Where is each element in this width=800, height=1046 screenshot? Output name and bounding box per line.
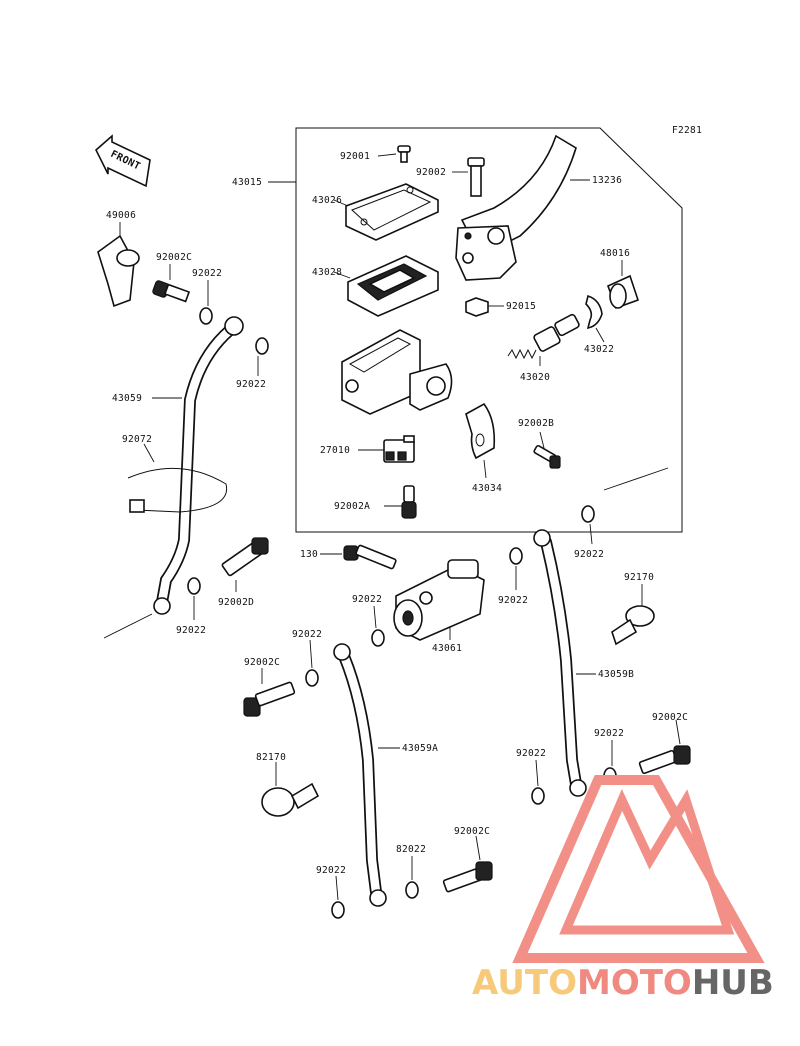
label-92022-k: 92022 (594, 728, 624, 739)
banjo-82170 (261, 782, 320, 817)
washer-92022-i (331, 901, 345, 919)
label-43059: 43059 (112, 393, 142, 404)
label-92022-a: 92022 (192, 268, 222, 279)
brake-hose-43059 (127, 316, 244, 615)
label-43028: 43028 (312, 267, 342, 278)
brake-hose-43059a (333, 643, 387, 907)
label-92001: 92001 (340, 151, 370, 162)
washer-82022 (405, 881, 419, 899)
label-92170: 92170 (624, 572, 654, 583)
label-92072: 92072 (122, 434, 152, 445)
watermark-part-moto: MOTO (577, 963, 692, 1003)
label-92022-f: 92022 (574, 549, 604, 560)
label-92002-top: 92002 (416, 167, 446, 178)
master-cylinder-body (341, 329, 453, 415)
label-48016: 48016 (600, 248, 630, 259)
label-43026: 43026 (312, 195, 342, 206)
assembly-outline (295, 127, 683, 533)
watermark-part-hub: HUB (692, 963, 774, 1003)
dust-boot-48016 (606, 274, 640, 310)
label-92015: 92015 (506, 301, 536, 312)
bolt-92002c-lower-mid (442, 861, 493, 893)
bolt-92002c-left (152, 280, 191, 303)
washer-92022-h (305, 669, 319, 687)
label-27010: 27010 (320, 445, 350, 456)
brake-hose-43059b (533, 529, 587, 797)
diaphragm-43028 (347, 255, 439, 317)
label-92002c-b: 92002C (652, 712, 688, 723)
figure-code: F2281 (672, 125, 702, 136)
label-82022: 82022 (396, 844, 426, 855)
washer-92022-d (371, 629, 385, 647)
label-43015: 43015 (232, 177, 262, 188)
label-130: 130 (300, 549, 318, 560)
brake-lever-13236 (455, 134, 577, 281)
bolt-130 (343, 544, 397, 570)
label-92002c-a: 92002C (156, 252, 192, 263)
switch-27010 (383, 435, 415, 463)
label-92002c-d: 92002C (454, 826, 490, 837)
circlip-43022 (585, 294, 603, 330)
washer-92022-f (581, 505, 595, 523)
label-92022-c: 92022 (176, 625, 206, 636)
washer-92022-a (199, 307, 213, 325)
label-92022-g: 92022 (516, 748, 546, 759)
automotohub-logo (512, 775, 765, 963)
label-92022-e: 92022 (498, 595, 528, 606)
label-43034: 43034 (472, 483, 502, 494)
front-arrow-icon: FRONT (95, 134, 151, 188)
watermark-text: AUTOMOTOHUB (472, 963, 774, 1003)
label-82170: 82170 (256, 752, 286, 763)
label-43059a: 43059A (402, 743, 438, 754)
label-92022-h: 92022 (292, 629, 322, 640)
washer-92022-e (509, 547, 523, 565)
label-92002d: 92002D (218, 597, 254, 608)
bolt-92002 (467, 157, 485, 197)
screw-92001 (397, 145, 411, 163)
label-92022-b: 92022 (236, 379, 266, 390)
washer-92022-c (187, 577, 201, 595)
label-43020: 43020 (520, 372, 550, 383)
screw-92002a (401, 485, 417, 519)
reservoir-cap-43026 (345, 183, 439, 241)
clamp-43034 (465, 402, 496, 460)
washer-92022-b (255, 337, 269, 355)
label-92022-d: 92022 (352, 594, 382, 605)
cap-49006 (97, 234, 140, 308)
bolt-92002b (533, 444, 561, 469)
label-92002b: 92002B (518, 418, 554, 429)
label-43022: 43022 (584, 344, 614, 355)
banjo-92170 (611, 605, 655, 646)
fitting-43061 (393, 559, 485, 641)
label-49006: 49006 (106, 210, 136, 221)
piston-kit-43020 (507, 313, 580, 360)
bolt-92002c-right (638, 745, 691, 775)
bolt-92002c-lower-left (243, 681, 296, 717)
watermark-part-auto: AUTO (472, 963, 577, 1003)
label-92002a: 92002A (334, 501, 370, 512)
label-92002c-c: 92002C (244, 657, 280, 668)
label-13236: 13236 (592, 175, 622, 186)
bolt-92002d (221, 537, 269, 577)
label-92022-i: 92022 (316, 865, 346, 876)
washer-92022-g (531, 787, 545, 805)
label-43061: 43061 (432, 643, 462, 654)
nut-92015 (465, 297, 489, 317)
label-43059b: 43059B (598, 669, 634, 680)
